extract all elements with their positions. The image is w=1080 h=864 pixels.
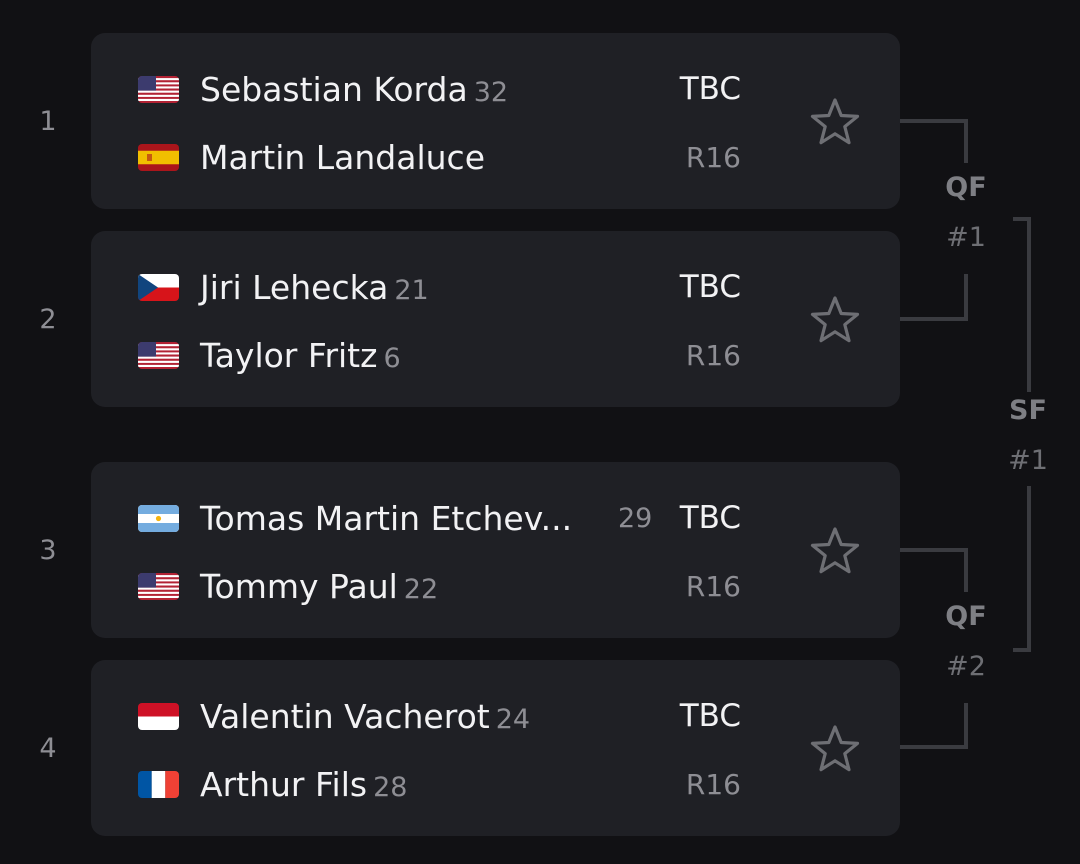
czech-flag-icon	[138, 273, 179, 301]
star-outline-icon[interactable]	[809, 724, 861, 774]
star-outline-icon[interactable]	[809, 295, 861, 345]
player-row: Tomas Martin Etchev... 29 TBC	[91, 494, 900, 542]
match-index-3: 3	[39, 535, 57, 566]
bracket-connector	[964, 548, 968, 592]
match-card-3[interactable]: Tomas Martin Etchev... 29 TBC Tommy Paul…	[91, 462, 900, 638]
player-name: Tomas Martin Etchev...	[200, 498, 573, 538]
round-label: R16	[685, 569, 741, 603]
match-index-4: 4	[39, 733, 57, 764]
bracket-connector	[900, 548, 968, 552]
match-status: TBC	[679, 698, 741, 734]
match-status: TBC	[679, 269, 741, 305]
player-seed: 6	[383, 342, 401, 374]
bracket-connector	[900, 745, 968, 749]
us-flag-icon	[138, 341, 179, 369]
match-status: TBC	[679, 500, 741, 536]
bracket-connector	[900, 119, 968, 123]
match-index-2: 2	[39, 304, 57, 335]
qf1-round-label: QF	[945, 172, 987, 203]
qf2-round-label: QF	[945, 601, 987, 632]
player-row: Martin Landaluce R16	[91, 133, 900, 181]
match-index-1: 1	[39, 106, 57, 137]
sf1-round-number: #1	[1008, 445, 1048, 476]
bracket-connector	[1013, 217, 1031, 221]
bracket-connector	[1027, 486, 1031, 652]
round-label: R16	[685, 140, 741, 174]
bracket-connector	[964, 274, 968, 321]
player-seed: 28	[373, 771, 408, 803]
sf1-round-label: SF	[1009, 395, 1047, 426]
argentina-flag-icon	[138, 504, 179, 532]
player-seed: 21	[394, 274, 429, 306]
bracket-connector	[964, 119, 968, 163]
round-label: R16	[685, 767, 741, 801]
france-flag-icon	[138, 770, 179, 798]
bracket-connector	[1027, 217, 1031, 392]
bracket-connector	[900, 317, 968, 321]
qf2-round-number: #2	[946, 651, 986, 682]
bracket-connector	[1013, 648, 1031, 652]
star-outline-icon[interactable]	[809, 526, 861, 576]
match-status: TBC	[679, 71, 741, 107]
qf1-round-number: #1	[946, 222, 986, 253]
us-flag-icon	[138, 572, 179, 600]
round-label: R16	[685, 338, 741, 372]
star-outline-icon[interactable]	[809, 97, 861, 147]
player-seed: 29	[618, 502, 653, 534]
spain-flag-icon	[138, 143, 179, 171]
player-seed: 24	[495, 703, 531, 735]
player-name: Martin Landaluce	[200, 137, 485, 177]
player-seed: 32	[473, 76, 509, 108]
bracket-connector	[964, 703, 968, 749]
player-seed: 22	[403, 573, 439, 605]
us-flag-icon	[138, 75, 179, 103]
monaco-flag-icon	[138, 702, 179, 730]
